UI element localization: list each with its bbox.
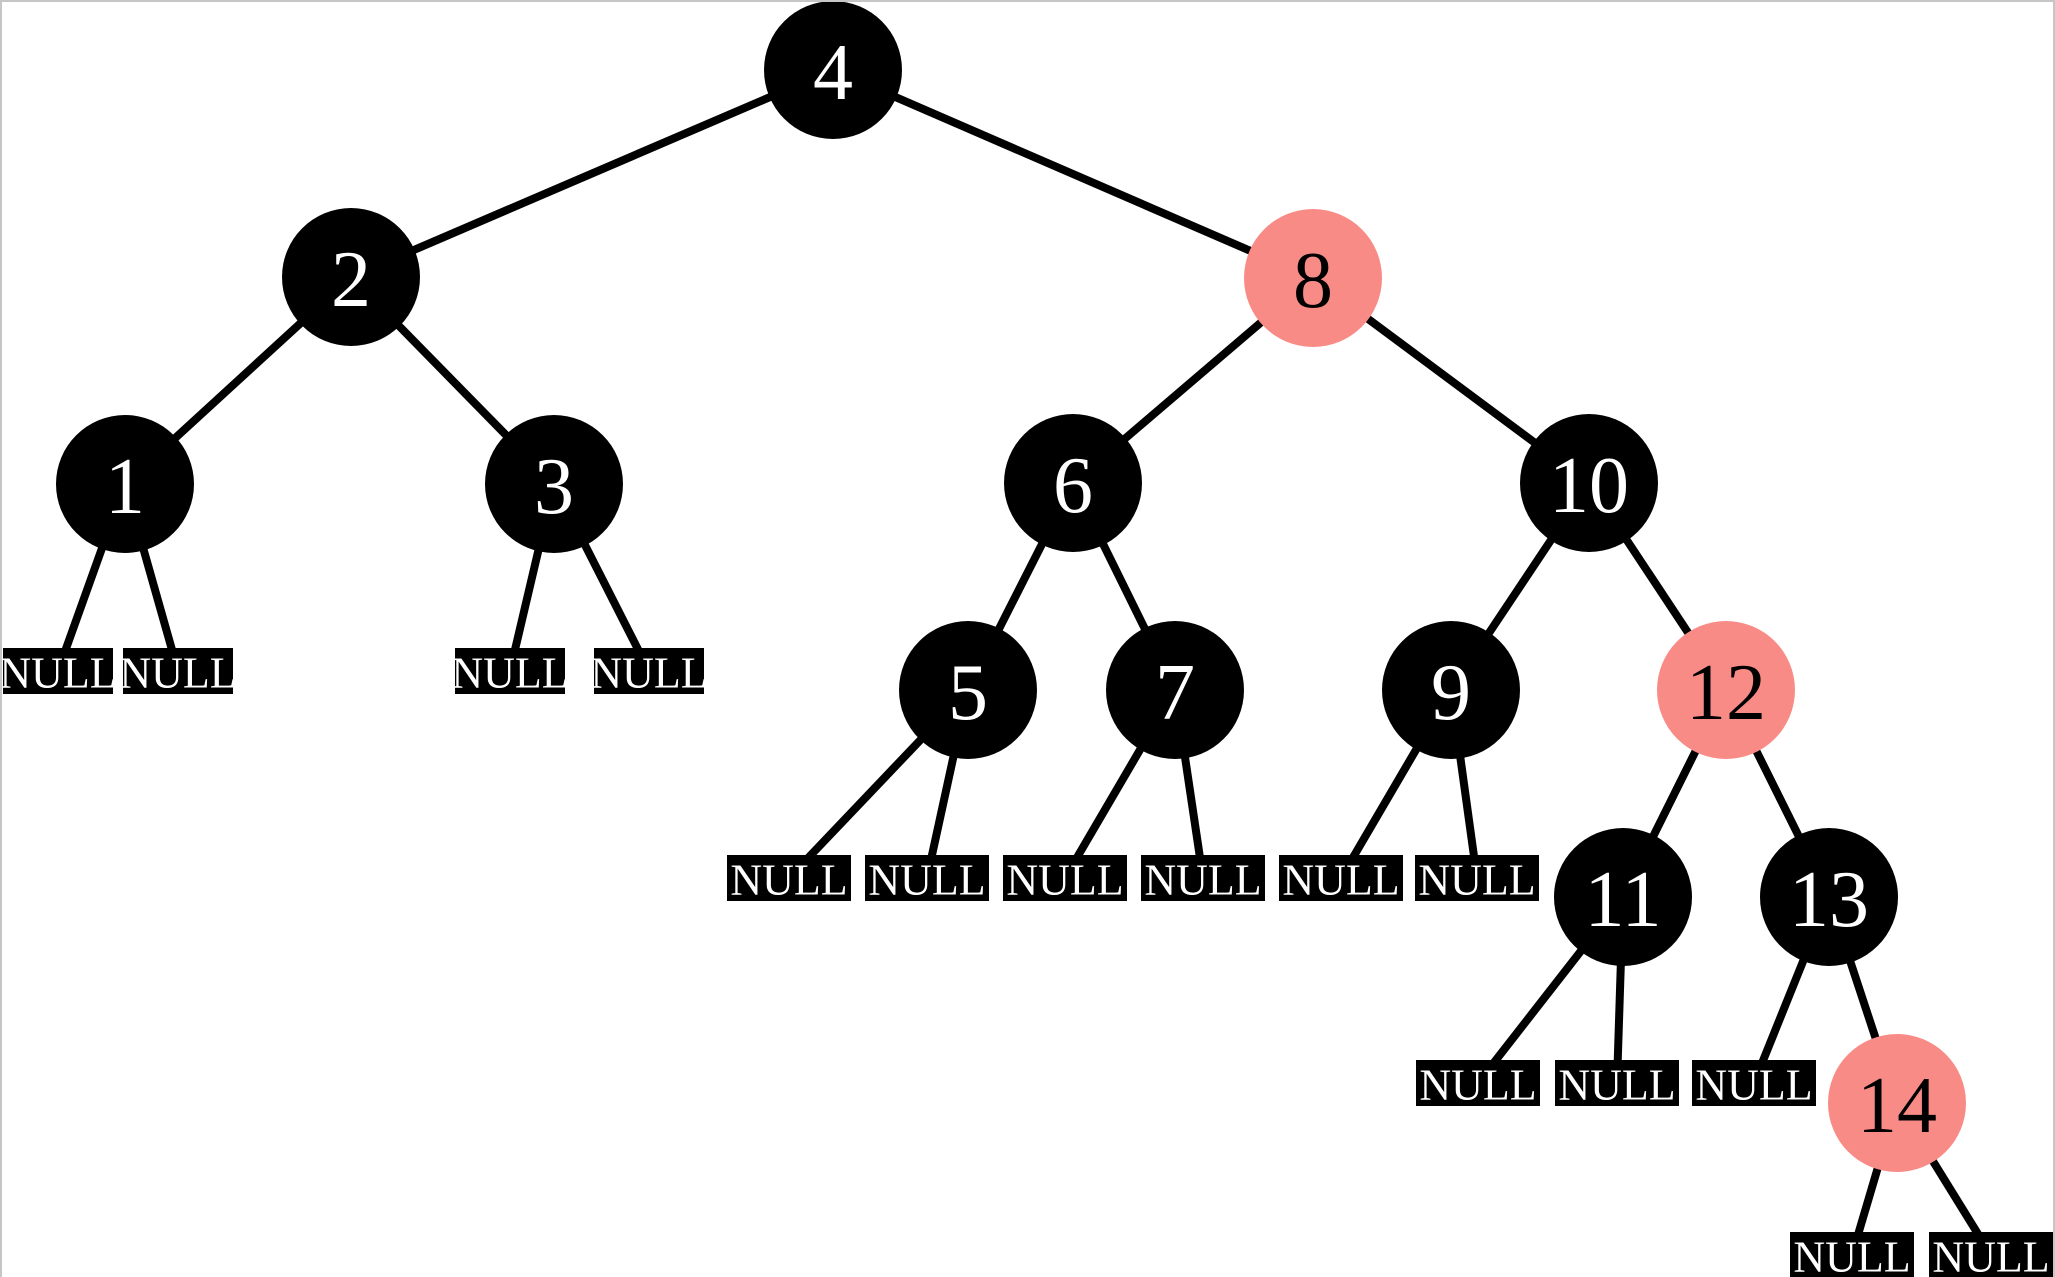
null-leaf-5-left: NULL (727, 855, 851, 905)
null-leaf-7-right: NULL (1141, 855, 1265, 905)
null-leaf-5-right: NULL (865, 855, 989, 905)
null-leaf-box (1929, 1232, 2053, 1277)
node-8-label: 8 (1293, 237, 1333, 325)
tree-node-6: 6 (1004, 414, 1142, 552)
node-11-label: 11 (1584, 856, 1661, 944)
node-4-label: 4 (813, 29, 853, 117)
null-leaf-label: NULL (1695, 1061, 1812, 1110)
node-4-circle (764, 1, 902, 139)
null-leaf-9-right: NULL (1415, 855, 1539, 905)
tree-node-7: 7 (1106, 621, 1244, 759)
tree-node-11: 11 (1554, 828, 1692, 966)
null-leaf-box (1790, 1232, 1914, 1277)
tree-node-12: 12 (1657, 621, 1795, 759)
null-leaf-label: NULL (1932, 1233, 2049, 1277)
tree-node-4: 4 (764, 1, 902, 139)
null-leaves: NULL NULL NULL NULL NULL NULL (0, 648, 2053, 1277)
null-leaf-label: NULL (1144, 856, 1261, 905)
node-10-circle (1520, 414, 1658, 552)
null-leaf-label: NULL (590, 649, 707, 698)
node-6-circle (1004, 414, 1142, 552)
tree-node-9: 9 (1382, 621, 1520, 759)
edge-4-8 (831, 66, 1315, 282)
null-leaf-13-left: NULL (1692, 1060, 1816, 1110)
null-leaf-box (1555, 1060, 1679, 1106)
null-leaf-9-left: NULL (1279, 855, 1403, 905)
null-leaf-3-left: NULL (451, 648, 569, 698)
null-leaf-1-right: NULL (119, 648, 237, 698)
tree-node-2: 2 (282, 208, 420, 346)
node-1-label: 1 (105, 443, 145, 531)
null-leaf-box (1416, 1060, 1540, 1106)
node-5-circle (899, 621, 1037, 759)
node-2-label: 2 (331, 236, 371, 324)
null-leaf-label: NULL (0, 649, 117, 698)
null-leaf-label: NULL (1793, 1233, 1910, 1277)
null-leaf-box (594, 648, 704, 694)
null-leaf-11-right: NULL (1555, 1060, 1679, 1110)
node-13-circle (1760, 828, 1898, 966)
node-3-label: 3 (534, 443, 574, 531)
null-leaf-label: NULL (730, 856, 847, 905)
null-leaf-label: NULL (1282, 856, 1399, 905)
tree-node-13: 13 (1760, 828, 1898, 966)
node-6-label: 6 (1053, 442, 1093, 530)
node-11-circle (1554, 828, 1692, 966)
tree-node-10: 10 (1520, 414, 1658, 552)
null-leaf-box (3, 648, 113, 694)
null-leaf-7-left: NULL (1003, 855, 1127, 905)
null-leaf-box (455, 648, 565, 694)
node-12-label: 12 (1686, 649, 1766, 737)
null-leaf-box (1415, 855, 1539, 901)
null-leaf-14-right: NULL (1929, 1232, 2053, 1277)
null-leaf-3-right: NULL (590, 648, 708, 698)
edge-4-2 (349, 66, 835, 281)
null-leaf-box (727, 855, 851, 901)
node-3-circle (485, 415, 623, 553)
node-5-label: 5 (948, 649, 988, 737)
node-13-label: 13 (1789, 856, 1869, 944)
null-leaf-box (1141, 855, 1265, 901)
tree-nodes: 4 2 8 1 3 6 10 (56, 1, 1966, 1172)
null-leaf-label: NULL (1419, 1061, 1536, 1110)
null-leaf-label: NULL (451, 649, 568, 698)
node-10-label: 10 (1549, 442, 1629, 530)
node-9-label: 9 (1431, 649, 1471, 737)
null-leaf-box (1003, 855, 1127, 901)
null-leaf-label: NULL (1006, 856, 1123, 905)
node-14-label: 14 (1857, 1062, 1937, 1150)
node-12-circle (1657, 621, 1795, 759)
null-leaf-11-left: NULL (1416, 1060, 1540, 1110)
node-2-circle (282, 208, 420, 346)
null-leaf-box (123, 648, 233, 694)
node-8-circle (1244, 209, 1382, 347)
null-leaf-14-left: NULL (1790, 1232, 1914, 1277)
tree-node-14: 14 (1828, 1034, 1966, 1172)
node-7-circle (1106, 621, 1244, 759)
null-leaf-label: NULL (1418, 856, 1535, 905)
null-leaf-label: NULL (868, 856, 985, 905)
node-1-circle (56, 415, 194, 553)
null-leaf-label: NULL (1558, 1061, 1675, 1110)
null-leaf-1-left: NULL (0, 648, 117, 698)
node-7-label: 7 (1155, 649, 1195, 737)
node-14-circle (1828, 1034, 1966, 1172)
null-leaf-box (1692, 1060, 1816, 1106)
tree-node-8: 8 (1244, 209, 1382, 347)
tree-node-5: 5 (899, 621, 1037, 759)
tree-node-1: 1 (56, 415, 194, 553)
null-leaf-box (1279, 855, 1403, 901)
null-leaf-box (865, 855, 989, 901)
tree-node-3: 3 (485, 415, 623, 553)
null-leaf-label: NULL (119, 649, 236, 698)
node-9-circle (1382, 621, 1520, 759)
